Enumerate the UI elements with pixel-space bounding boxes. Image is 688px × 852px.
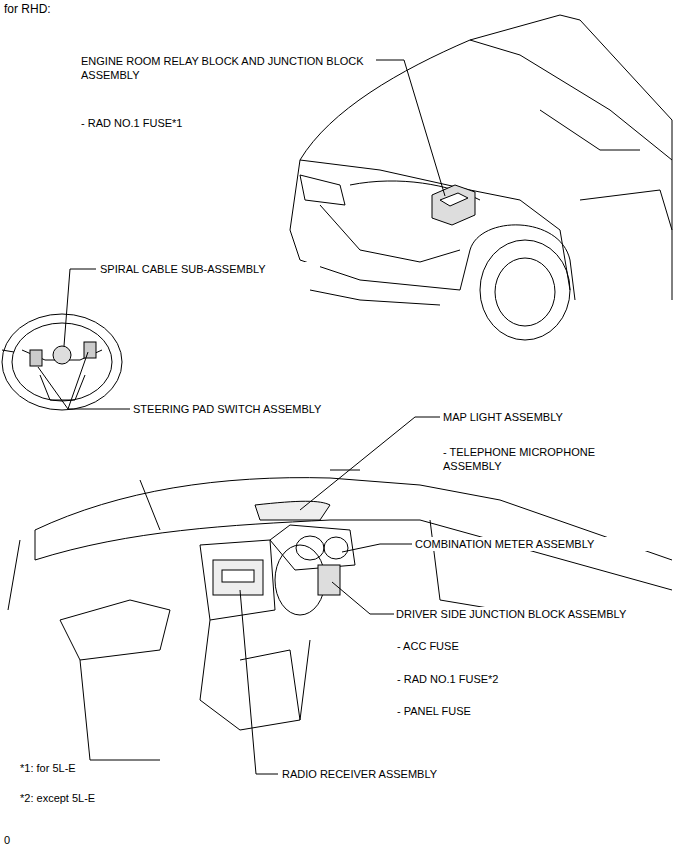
part-name: DRIVER SIDE JUNCTION BLOCK ASSEMBLY	[396, 607, 684, 621]
fuse-name: - RAD NO.1 FUSE*1	[81, 116, 281, 130]
part-name: - TELEPHONE MICROPHONE ASSEMBLY	[443, 445, 628, 473]
fuse-name: - PANEL FUSE	[397, 704, 547, 718]
part-name: ENGINE ROOM RELAY BLOCK AND JUNCTION BLO…	[81, 54, 366, 82]
fuse-name: - RAD NO.1 FUSE*2	[397, 672, 547, 686]
part-name: RADIO RECEIVER ASSEMBLY	[282, 767, 502, 781]
figure-code: 0	[4, 833, 44, 847]
footnote: *1: for 5L-E	[20, 761, 170, 775]
part-name: COMBINATION METER ASSEMBLY	[415, 537, 665, 551]
title: for RHD:	[4, 2, 51, 16]
relay-block-symbol	[432, 185, 475, 225]
leader-lines	[38, 60, 445, 774]
part-name: SPIRAL CABLE SUB-ASSEMBLY	[100, 262, 320, 276]
part-name: STEERING PAD SWITCH ASSEMBLY	[133, 402, 373, 416]
footnote: *2: except 5L-E	[20, 791, 170, 805]
part-name: MAP LIGHT ASSEMBLY	[443, 410, 643, 424]
fuse-name: - ACC FUSE	[397, 639, 547, 653]
steering-wheel	[2, 314, 122, 410]
